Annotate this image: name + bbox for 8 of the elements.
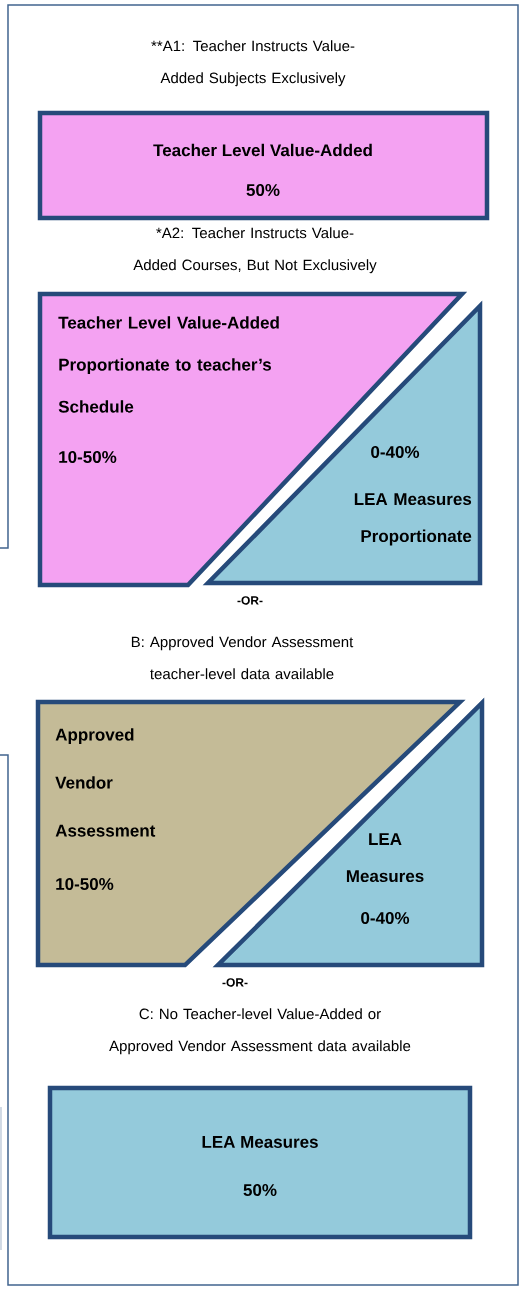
or-separator: -OR- bbox=[237, 596, 263, 605]
case-heading: **A1: Teacher Instructs Value-Added Subjects Exclusively bbox=[151, 40, 355, 87]
percentage-box: LEA Measures 50% bbox=[47, 1085, 473, 1240]
or-separator: -OR- bbox=[222, 978, 248, 987]
percentage-box: Teacher Level Value-Added 50% bbox=[37, 110, 490, 221]
case-heading: C: No Teacher-level Value-Added or Approved Vendor Assessment data available bbox=[109, 1008, 411, 1055]
case-heading: *A2: Teacher Instructs Value-Added Courses, But Not Exclusively bbox=[133, 227, 377, 274]
case-heading: B: Approved Vendor Assessment teacher-level data available bbox=[131, 636, 354, 680]
